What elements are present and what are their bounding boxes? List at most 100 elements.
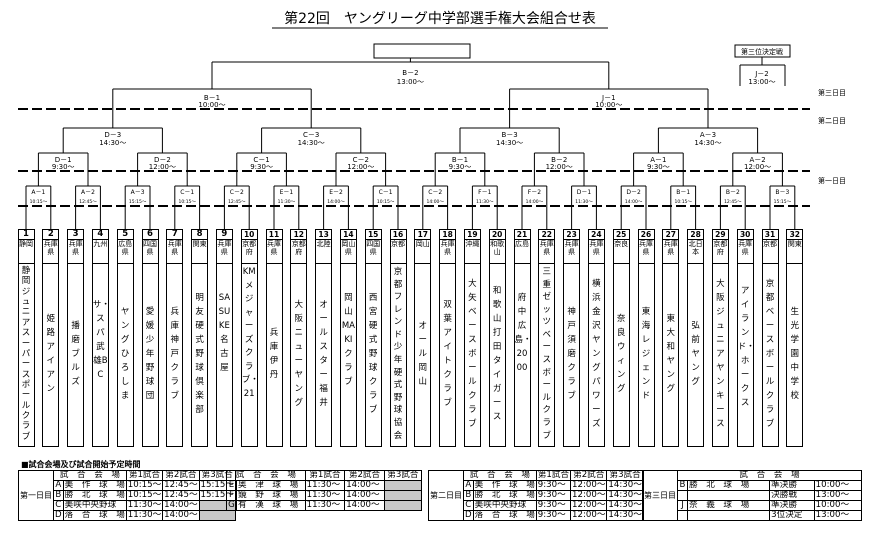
match-time-r16: 12:00～ [546, 163, 573, 171]
match-time-qf: 14:30～ [99, 139, 126, 147]
team-region: 九州 [92, 240, 108, 264]
match-code-r32: F－1 [478, 189, 491, 196]
team-number: 27 [663, 230, 679, 240]
team-name: 横浜金沢ヤングパワーズ [592, 279, 601, 429]
time-cell: 14:00～ [162, 510, 200, 521]
venue-index: B [53, 490, 64, 501]
day-label-1: 第一日目 [818, 176, 846, 185]
team-region: 岡山 [415, 240, 431, 264]
match-time-r32: 12:45～ [228, 199, 246, 205]
venue-index: G [226, 500, 237, 511]
team-number: 4 [92, 229, 108, 240]
venue-index: D [53, 510, 64, 521]
time-cell: 準決勝 [769, 500, 815, 511]
time-cell: 9:30～ [535, 490, 572, 501]
team-region: 兵庫県 [266, 240, 282, 264]
time-cell: 決勝戦 [769, 490, 815, 501]
team-name: 京都フレンド少年硬式野球協会 [393, 267, 403, 441]
page-title: 第22回 ヤングリーグ中学部選手権大会組合せ表 [284, 10, 596, 27]
match-time-r32: 14:00～ [327, 199, 345, 205]
team-number: 10 [241, 230, 257, 240]
team-region: 兵庫県 [440, 240, 456, 264]
table-header-row: 第二日目試 合 会 場第1試合第2試合第3試合 [428, 470, 644, 521]
venue-index: E [226, 480, 237, 491]
venue-index: C [463, 500, 474, 511]
venue-name: 勝 北 球 場 [62, 490, 127, 501]
team-name: 兵庫伊丹 [269, 328, 279, 380]
team-region: 兵庫県 [638, 240, 654, 264]
venue-name: 鏡 野 球 場 [236, 490, 306, 501]
team-name: 西宮硬式野球クラブ [368, 293, 378, 415]
time-cell: 14:00～ [344, 490, 385, 501]
match-code-r32: B－1 [676, 189, 690, 196]
venue-index [677, 490, 688, 501]
match-code-final: B－2 [402, 69, 418, 77]
team-number: 23 [564, 230, 580, 240]
time-cell: 11:30～ [304, 500, 346, 511]
venue-name: 奈 義 球 場 [686, 500, 771, 511]
team-region: 兵庫県 [539, 240, 555, 264]
team-region: 四国県 [142, 240, 158, 264]
time-cell: 14:30～ [606, 510, 644, 521]
time-cell: 12:45～ [162, 490, 200, 501]
team-number: 28 [688, 230, 704, 240]
team-name: 東大和ヤング [666, 314, 676, 394]
team-number: 12 [291, 230, 307, 240]
team-name: 生光学園中学校 [790, 307, 800, 401]
match-code-sf: J－1 [601, 94, 616, 102]
time-cell: 9:30～ [535, 510, 572, 521]
time-cell: 3位決定 [769, 510, 815, 521]
match-code-r32: C－2 [428, 189, 442, 196]
team-region: 岡山県 [340, 240, 356, 264]
match-code-r32: A－2 [81, 189, 95, 196]
day-label-3: 第三日目 [818, 88, 846, 97]
team-region: 四国県 [365, 240, 381, 264]
match-code-r16: C－2 [353, 156, 369, 164]
table-header-row: 第三日目試 合 会 場 [642, 470, 862, 521]
team-name: 神戸須磨クラブ [567, 307, 576, 401]
team-name: 双葉アイトクラブ [443, 300, 452, 408]
time-cell: 12:45～ [162, 480, 200, 491]
time-cell: 9:30～ [535, 480, 572, 491]
team-name: SASUKE名古屋 [218, 293, 231, 373]
table-header-cell: 試 合 会 場 [463, 470, 537, 481]
match-time-r32: 15:15～ [129, 199, 147, 205]
team-region: 和歌山 [489, 240, 505, 264]
team-region: 兵庫県 [167, 240, 183, 264]
match-code-r16: D－2 [154, 156, 171, 164]
match-time-r32: 10:15～ [30, 199, 48, 205]
team-name: 三重ゼッツベースボールクラブ [542, 267, 552, 441]
time-cell: 14:30～ [606, 490, 644, 501]
team-name: 京都ベースボールクラブ [765, 279, 775, 429]
team-number: 30 [737, 230, 753, 240]
table-header-cell: 第2試合 [344, 470, 385, 481]
team-region: 京都府 [712, 240, 728, 264]
team-number: 18 [440, 230, 456, 240]
team-name: アイランド・ホークス [737, 286, 753, 408]
team-name: 大矢ベースボールクラブ [468, 279, 477, 429]
match-time-r32: 10:15～ [377, 199, 395, 205]
time-cell: 11:30～ [125, 510, 164, 521]
table-header-cell: 第1試合 [125, 470, 164, 481]
match-code-r32: E－2 [329, 189, 343, 196]
team-number: 7 [167, 229, 183, 240]
team-region: 兵庫県 [216, 240, 232, 264]
time-cell: 11:30～ [125, 500, 164, 511]
team-name: 姫路アイアン [46, 314, 56, 394]
team-region: 京都府 [291, 240, 307, 264]
match-code-r32: B－3 [775, 189, 789, 196]
team-number: 8 [192, 229, 208, 240]
team-region: 関東 [787, 240, 803, 264]
